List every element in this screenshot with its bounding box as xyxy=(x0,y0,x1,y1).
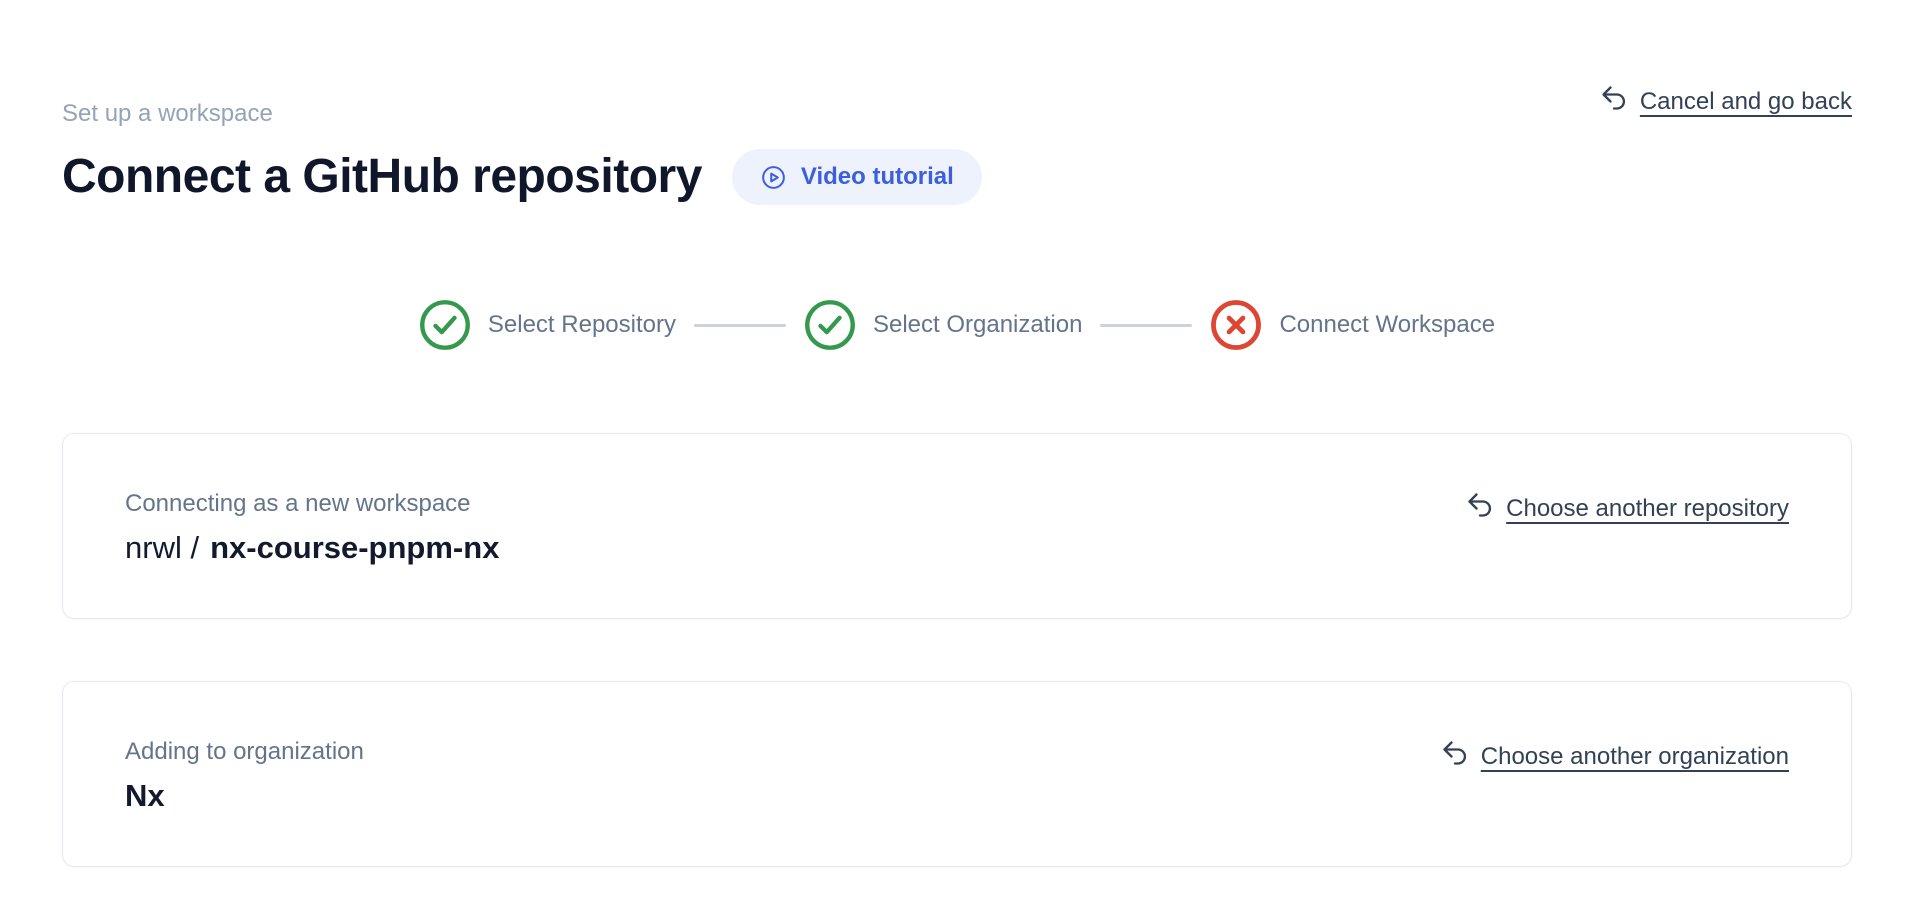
eyebrow-text: Set up a workspace xyxy=(62,100,273,127)
setup-stepper: Select Repository Select Organization Co… xyxy=(62,299,1852,351)
step-label: Select Repository xyxy=(487,311,676,338)
repository-name: nrwl / nx-course-pnpm-nx xyxy=(125,528,499,568)
choose-another-repository-link[interactable]: Choose another repository xyxy=(1466,491,1789,526)
step-select-repository: Select Repository xyxy=(419,299,676,351)
organization-name: Nx xyxy=(125,776,364,816)
repository-owner: nrwl / xyxy=(125,530,200,565)
video-tutorial-label: Video tutorial xyxy=(800,163,954,190)
video-tutorial-button[interactable]: Video tutorial xyxy=(731,149,982,205)
undo-arrow-icon xyxy=(1441,739,1469,774)
x-circle-icon xyxy=(1210,299,1262,351)
repository-card: Connecting as a new workspace nrwl / nx-… xyxy=(62,433,1852,619)
cancel-and-go-back-link[interactable]: Cancel and go back xyxy=(1600,84,1852,119)
check-circle-icon xyxy=(804,299,856,351)
step-label: Connect Workspace xyxy=(1279,311,1496,338)
check-circle-icon xyxy=(419,299,471,351)
undo-arrow-icon xyxy=(1600,84,1628,119)
repository-title: nx-course-pnpm-nx xyxy=(210,530,500,565)
choose-another-repository-label: Choose another repository xyxy=(1506,494,1789,522)
stepper-connector xyxy=(693,323,786,327)
stepper-connector xyxy=(1100,323,1193,327)
cancel-link-label: Cancel and go back xyxy=(1639,87,1852,115)
repository-card-info: Connecting as a new workspace nrwl / nx-… xyxy=(125,489,499,568)
organization-card: Adding to organization Nx Choose another… xyxy=(62,681,1852,867)
organization-card-info: Adding to organization Nx xyxy=(125,737,364,816)
organization-card-label: Adding to organization xyxy=(125,738,364,765)
repository-card-label: Connecting as a new workspace xyxy=(125,490,471,517)
choose-another-organization-label: Choose another organization xyxy=(1480,742,1789,770)
step-connect-workspace: Connect Workspace xyxy=(1210,299,1495,351)
step-label: Select Organization xyxy=(872,311,1083,338)
title-row: Connect a GitHub repository Video tutori… xyxy=(62,148,1852,206)
choose-another-organization-link[interactable]: Choose another organization xyxy=(1441,739,1789,774)
organization-title: Nx xyxy=(125,778,165,813)
play-circle-icon xyxy=(760,164,787,191)
undo-arrow-icon xyxy=(1466,491,1494,526)
page-title: Connect a GitHub repository xyxy=(62,150,702,203)
step-select-organization: Select Organization xyxy=(804,299,1082,351)
